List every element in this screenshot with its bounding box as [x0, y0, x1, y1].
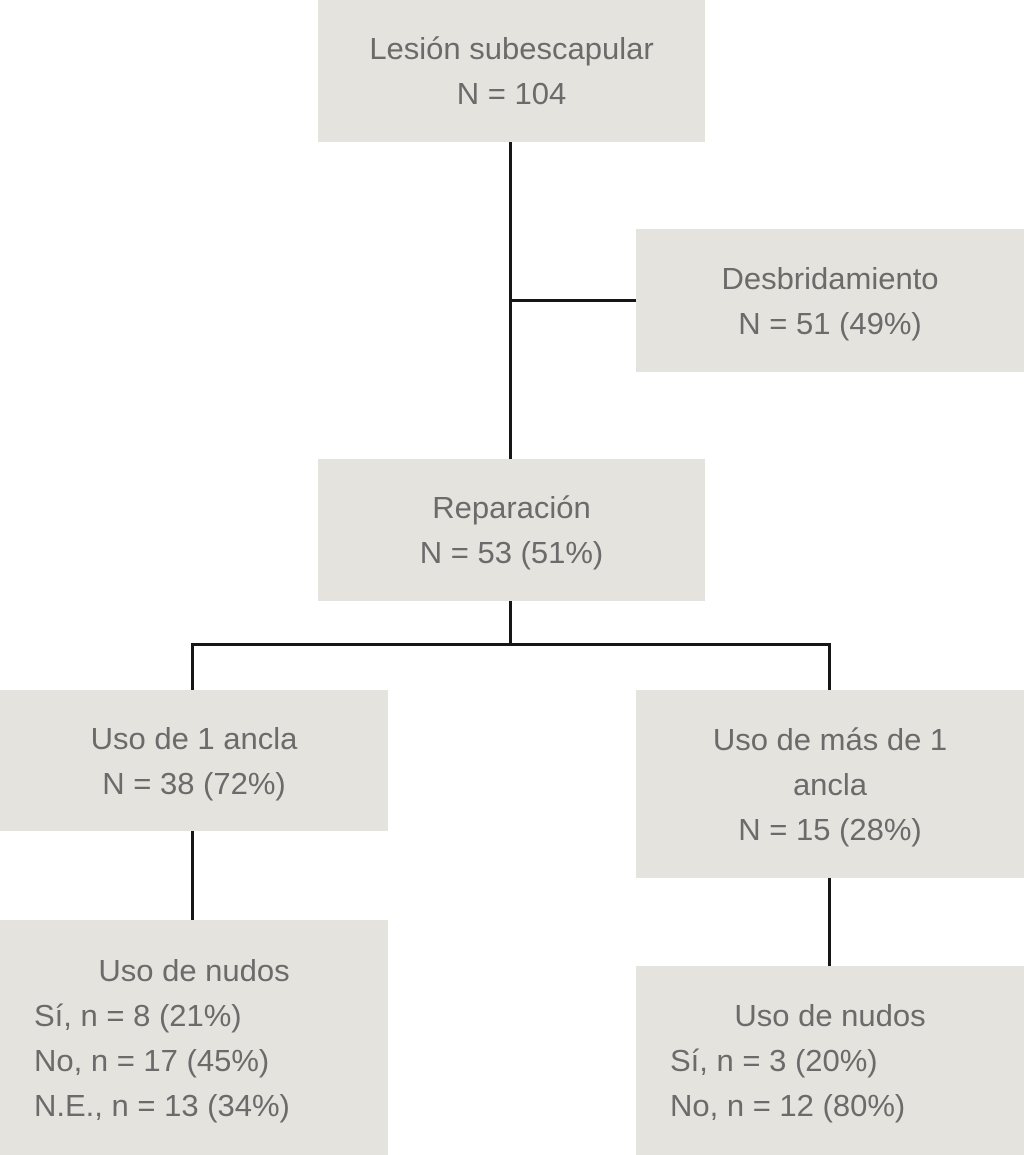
node-knots-multi-title: Uso de nudos — [734, 998, 926, 1033]
connector-branch-split — [191, 643, 831, 646]
connector-reparacion-down — [509, 601, 512, 646]
connector-to-desbridamiento — [509, 299, 636, 302]
node-knots-multi-item-yes: Sí, n = 3 (20%) — [670, 1043, 878, 1078]
node-multi-anchor-title-line1: Uso de más de 1 — [712, 721, 948, 757]
node-multi-anchor: Uso de más de 1 ancla N = 15 (28%) — [636, 690, 1024, 878]
node-knots-multi-item-no: No, n = 12 (80%) — [670, 1088, 906, 1123]
node-lesion-count: N = 104 — [456, 76, 567, 111]
node-desbridamiento: Desbridamiento N = 51 (49%) — [636, 229, 1024, 372]
node-knots-one-item-no: No, n = 17 (45%) — [34, 1042, 270, 1078]
connector-split-to-one-anchor — [191, 643, 194, 690]
node-desbridamiento-count: N = 51 (49%) — [738, 305, 922, 341]
node-reparacion-count: N = 53 (51%) — [419, 535, 604, 570]
connector-split-to-multi-anchor — [828, 643, 831, 690]
node-knots-one-title: Uso de nudos — [98, 952, 290, 988]
node-lesion-subescapular: Lesión subescapular N = 104 — [318, 0, 705, 142]
node-reparacion: Reparación N = 53 (51%) — [318, 459, 705, 601]
node-multi-anchor-count: N = 15 (28%) — [738, 811, 922, 847]
node-one-anchor-count: N = 38 (72%) — [102, 765, 286, 801]
connector-multi-anchor-to-knots — [828, 878, 831, 966]
node-knots-one-item-ne: N.E., n = 13 (34%) — [34, 1087, 290, 1123]
node-one-anchor: Uso de 1 ancla N = 38 (72%) — [0, 690, 388, 831]
node-knots-one-anchor: Uso de nudos Sí, n = 8 (21%) No, n = 17 … — [0, 920, 388, 1155]
node-reparacion-title: Reparación — [432, 490, 591, 525]
node-knots-multi-anchor: Uso de nudos Sí, n = 3 (20%) No, n = 12 … — [636, 966, 1024, 1155]
node-one-anchor-title: Uso de 1 ancla — [90, 720, 298, 756]
node-desbridamiento-title: Desbridamiento — [721, 260, 939, 296]
node-lesion-title: Lesión subescapular — [369, 31, 654, 66]
node-knots-one-item-yes: Sí, n = 8 (21%) — [34, 997, 242, 1033]
node-multi-anchor-title-line2: ancla — [792, 766, 868, 802]
connector-one-anchor-to-knots — [191, 831, 194, 920]
